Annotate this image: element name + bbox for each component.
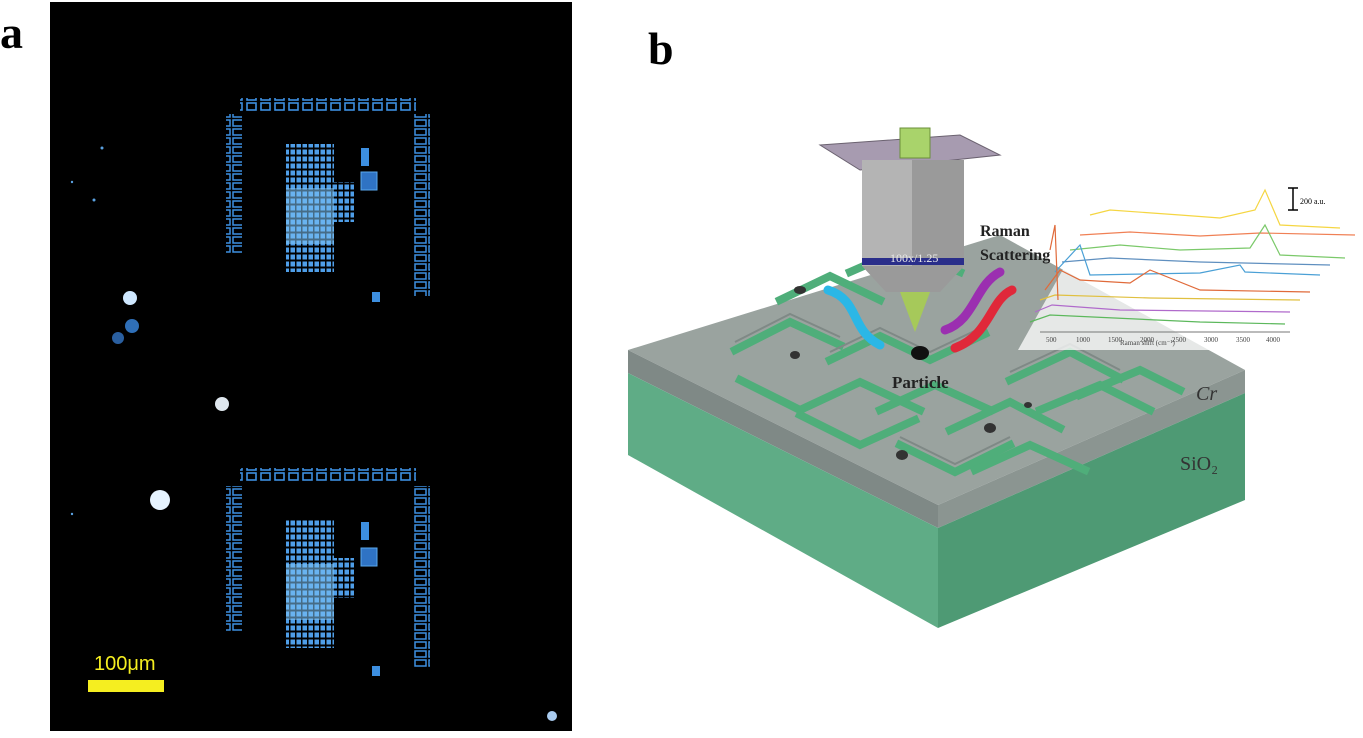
spectra-tick: 3500: [1236, 336, 1251, 344]
spectra-tick: 2000: [1140, 336, 1155, 344]
spectra-axis-label: Raman shift (cm⁻¹): [1120, 339, 1175, 347]
spectra-tick: 1000: [1076, 336, 1091, 344]
schematic-graphic: 100x/1.25 2: [628, 127, 1363, 628]
raman-schematic: 100x/1.25 2: [620, 110, 1363, 733]
scale-bar: [88, 680, 164, 692]
panel-b-label: b: [648, 23, 674, 74]
dark-field-micrograph: [50, 2, 572, 731]
cr-layer-label: Cr: [1196, 383, 1217, 405]
chip-particles: [790, 286, 1032, 460]
spectra-tick: 2500: [1172, 336, 1187, 344]
spectra-tick: 4000: [1266, 336, 1281, 344]
particle-label: Particle: [892, 373, 949, 392]
spectra-ticks: 500 1000 1500 2000 2500 3000 3500 4000: [1046, 336, 1281, 344]
raman-label-line2: Scattering: [980, 247, 1050, 264]
test-structure-top: [226, 98, 430, 302]
test-structure-bottom: [226, 468, 430, 676]
scale-bar-label: 100μm: [94, 653, 156, 675]
spectra-tick: 1500: [1108, 336, 1123, 344]
particles: [70, 146, 557, 721]
sio2-layer-label: SiO₂: [1180, 453, 1218, 475]
raman-spectra-inset: 200 a.u. 500 1000 1500 2000 2500 3000 35…: [1018, 187, 1363, 350]
microscope-objective: 100x/1.25: [818, 127, 1002, 332]
raman-label-line1: Raman: [980, 223, 1030, 240]
panel-a-label: a: [0, 7, 23, 58]
spectra-tick: 500: [1046, 336, 1057, 344]
spectra-tick: 3000: [1204, 336, 1219, 344]
objective-label: 100x/1.25: [890, 251, 938, 265]
micrograph-graphic: [70, 98, 557, 721]
spectra-scale-label: 200 a.u.: [1300, 197, 1326, 206]
scattering-paths: [823, 267, 1017, 353]
